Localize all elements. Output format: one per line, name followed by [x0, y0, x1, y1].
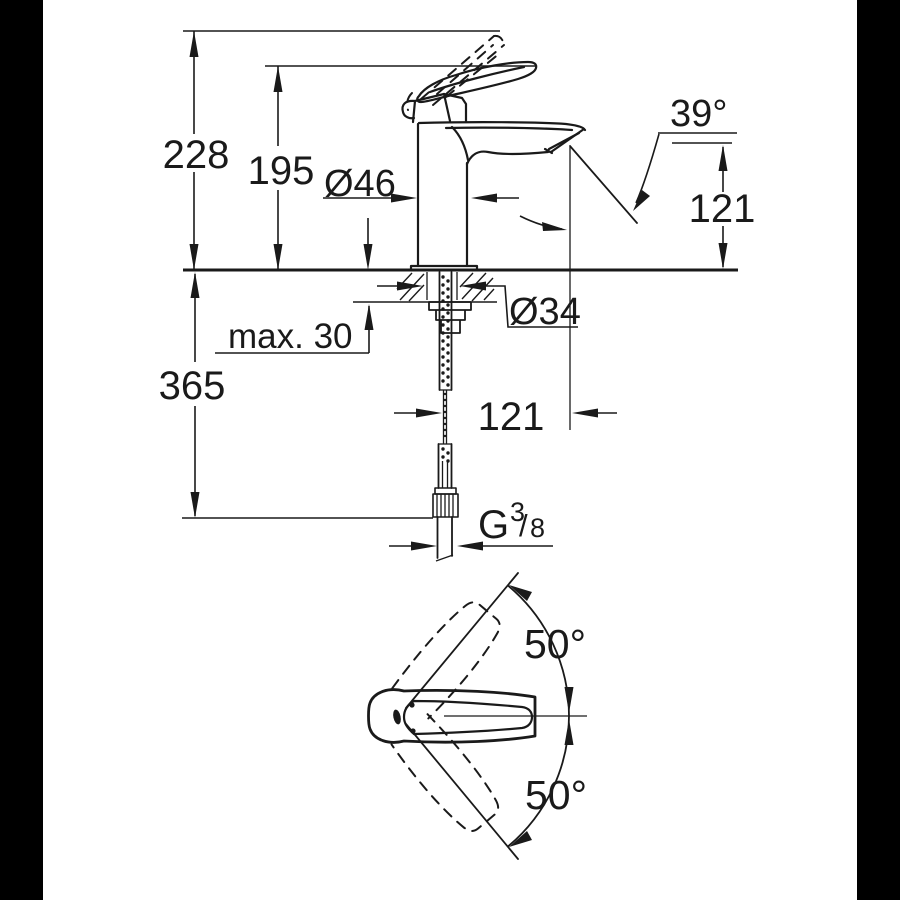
dim-195-label: 195	[248, 149, 315, 193]
thread-size-label: G 3 / 8	[478, 497, 545, 547]
dim-121-vertical	[718, 145, 728, 269]
dim-121-vertical-label: 121	[689, 187, 756, 231]
thread-slash: /	[519, 508, 528, 543]
dim-228-label: 228	[163, 133, 230, 177]
swivel-up-label: 50°	[524, 621, 586, 667]
stream-angle-annotation	[519, 132, 737, 430]
swivel-down-label: 50°	[525, 772, 587, 818]
handle-ghost-up	[391, 601, 501, 720]
dim-hole-diameter-label: Ø34	[509, 291, 581, 333]
handle-logo-mark	[393, 709, 401, 725]
dim-max-deck	[215, 218, 374, 354]
dim-hole-diameter	[377, 281, 578, 328]
dim-121-horizontal-label: 121	[478, 395, 545, 439]
faucet-lever	[401, 60, 538, 124]
dim-max-deck-label: max. 30	[228, 317, 353, 356]
faucet-side-view	[182, 30, 738, 562]
threaded-rod-dots	[441, 275, 450, 463]
dim-body-diameter	[323, 193, 519, 203]
mounting-assembly	[428, 271, 472, 562]
swivel-angle-annotation	[405, 572, 574, 860]
dim-195	[273, 66, 283, 270]
dim-body-diameter-label: Ø46	[324, 163, 396, 205]
handle-top-view	[367, 572, 587, 860]
thread-numerator: 3	[510, 497, 525, 527]
dim-365	[182, 272, 433, 519]
dimension-labels: 228 195 Ø46 39° 121 Ø34 max. 30 365 121 …	[159, 93, 756, 818]
handle-solid	[367, 688, 537, 744]
thread-prefix: G	[478, 503, 509, 547]
thread-denominator: 8	[530, 513, 545, 543]
faucet-lever-raised-ghost	[406, 34, 505, 111]
faucet-body	[409, 121, 587, 272]
dim-365-label: 365	[159, 364, 226, 408]
drawing-canvas	[43, 0, 857, 900]
dim-121-horizontal	[394, 408, 617, 418]
dim-thread	[389, 541, 553, 551]
stream-angle-label: 39°	[670, 93, 727, 135]
dim-228	[189, 31, 199, 270]
